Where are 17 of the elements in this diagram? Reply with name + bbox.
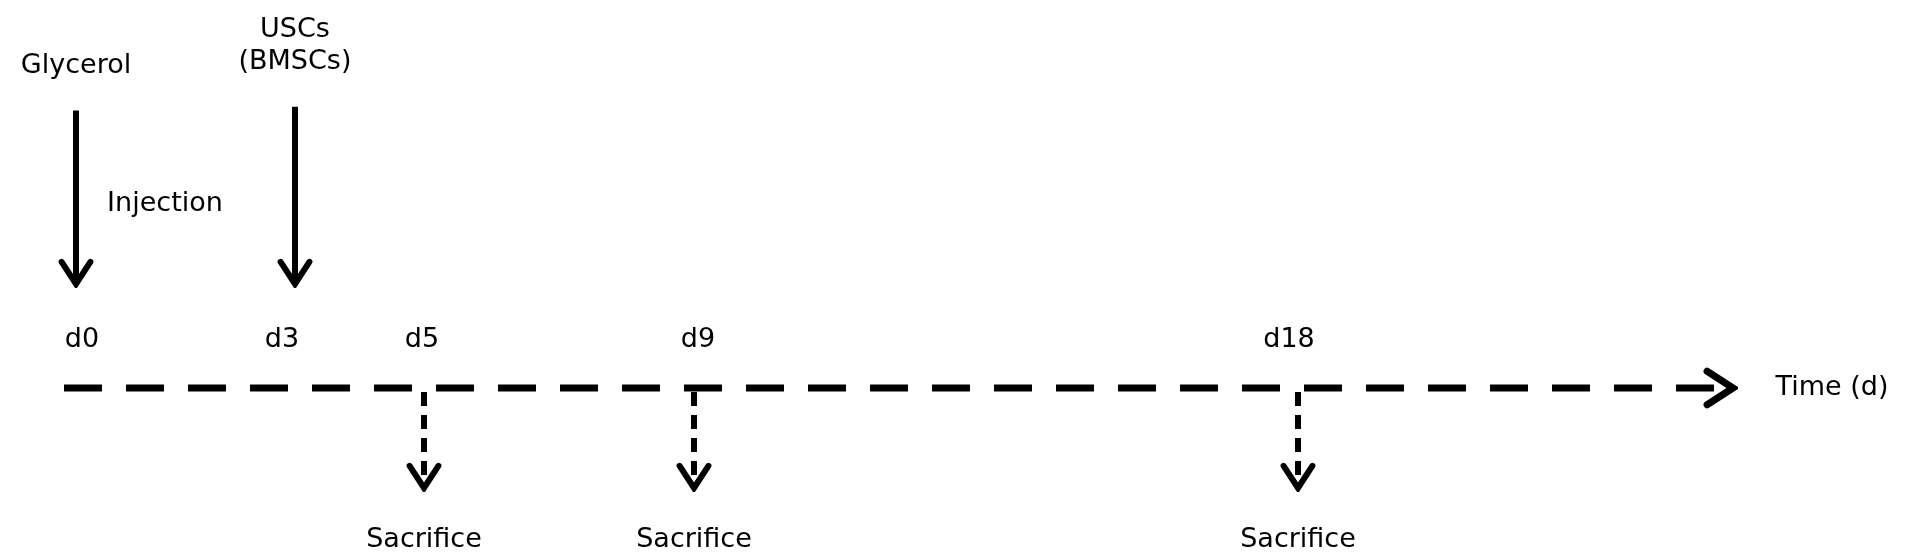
day-label: d0 [64,322,100,355]
annotation-text: Injection [107,186,223,219]
day-label: d3 [264,322,300,355]
node-text: Sacrifice [366,522,482,555]
arrow [58,110,94,287]
node-text: Glycerol [20,48,132,81]
node-text: USCs (BMSCs) [220,12,370,77]
day-label: d18 [1263,322,1315,355]
node-text: Sacrifice [1240,522,1356,555]
arrow [1280,392,1316,491]
day-label: d5 [404,322,440,355]
arrow [676,392,712,491]
node-text: Sacrifice [636,522,752,555]
axis-label: Time (d) [1775,370,1889,403]
day-label: d9 [680,322,716,355]
arrow [277,106,313,287]
arrow [406,392,442,491]
